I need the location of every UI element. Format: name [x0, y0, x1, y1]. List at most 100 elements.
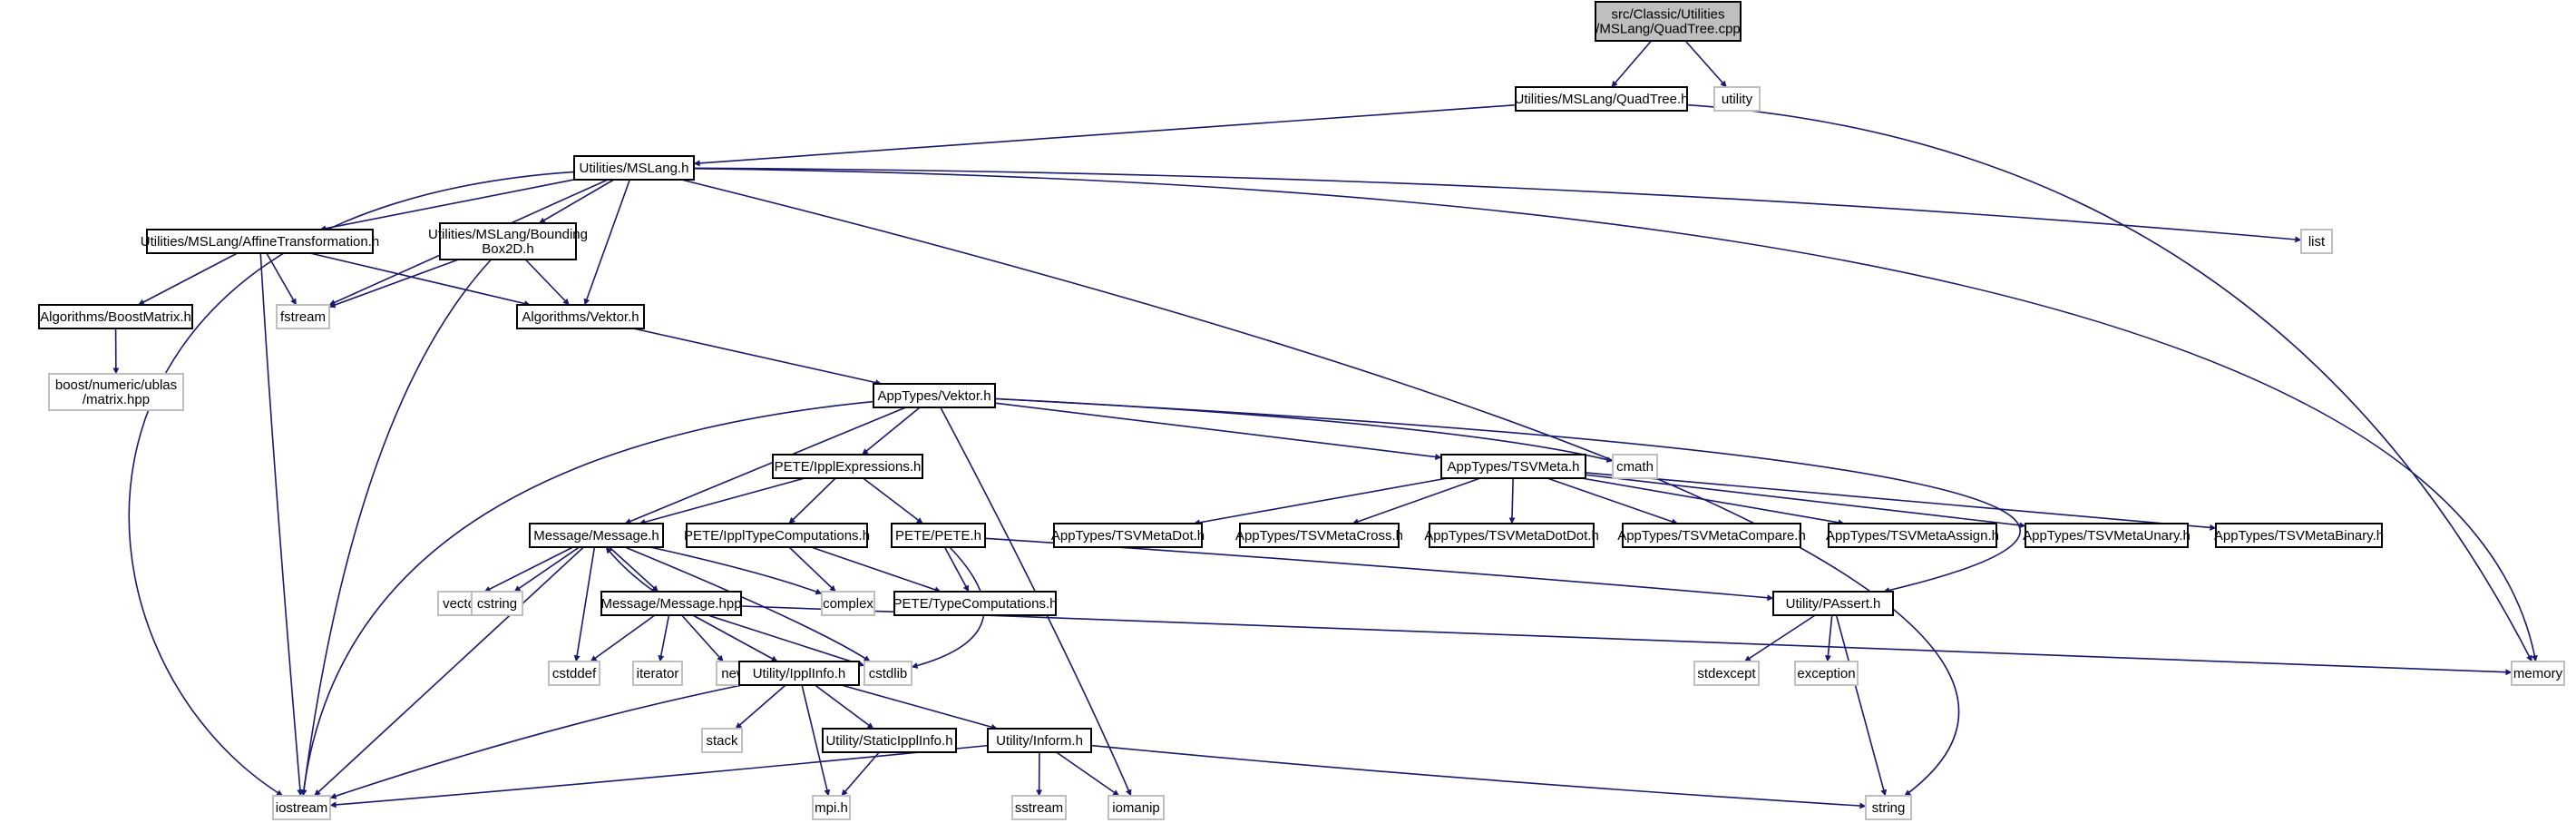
- node-label-cmath: cmath: [1616, 459, 1654, 475]
- node-typecomp_h[interactable]: PETE/TypeComputations.h: [893, 591, 1058, 616]
- node-label-line-complex-0: complex: [823, 596, 873, 612]
- node-tsvmetaassign_h[interactable]: AppTypes/TSVMetaAssign.h: [1826, 523, 1999, 548]
- node-label-alg_vektor_h: Algorithms/Vektor.h: [522, 309, 639, 325]
- node-passert_h[interactable]: Utility/PAssert.h: [1772, 591, 1894, 616]
- node-label-line-mslang_h-0: Utilities/MSLang.h: [580, 161, 689, 176]
- node-tsvmetabinary_h[interactable]: AppTypes/TSVMetaBinary.h: [2214, 523, 2384, 548]
- node-box-inform_h: [987, 728, 1092, 753]
- node-label-tsvmetadotdot_h: AppTypes/TSVMetaDotDot.h: [1424, 528, 1599, 544]
- node-tsvmetacross_h[interactable]: AppTypes/TSVMetaCross.h: [1235, 523, 1403, 548]
- edge-inform_h-to-string: [1090, 744, 1867, 809]
- node-message_h[interactable]: Message/Message.h: [529, 523, 664, 548]
- node-label-line-quadtree_cpp-1: /MSLang/QuadTree.cpp: [1595, 22, 1741, 37]
- edge-message_hpp-to-message_h: [605, 546, 655, 593]
- edge-tsvmeta_h-to-tsvmetaassign_h: [1581, 477, 1845, 526]
- node-inform_h[interactable]: Utility/Inform.h: [987, 728, 1092, 753]
- node-label-line-mpi_h-0: mpi.h: [815, 800, 848, 816]
- node-label-tsvmetacross_h: AppTypes/TSVMetaCross.h: [1235, 528, 1403, 544]
- node-memory: memory: [2511, 661, 2565, 686]
- edge-tsvmeta_h-to-tsvmetadotdot_h: [1508, 477, 1516, 524]
- node-box-utility: [1713, 86, 1761, 112]
- edge-apptypes_vektor_h-to-iomanip: [940, 407, 1132, 797]
- node-box-boostmatrix_h: [38, 304, 193, 329]
- node-tsvmeta_h[interactable]: AppTypes/TSVMeta.h: [1440, 454, 1586, 479]
- edge-ipplinfo_h-to-staticipplinfo_h: [815, 684, 874, 730]
- node-box-iomanip: [1107, 795, 1165, 820]
- node-label-line-message_h-0: Message/Message.h: [533, 528, 659, 544]
- node-ipplinfo_h[interactable]: Utility/IpplInfo.h: [738, 661, 860, 686]
- node-apptypes_vektor_h[interactable]: AppTypes/Vektor.h: [873, 383, 996, 408]
- node-label-iostream: iostream: [276, 800, 328, 816]
- node-quadtree_h[interactable]: Utilities/MSLang/QuadTree.h: [1514, 86, 1689, 112]
- node-label-line-passert_h-0: Utility/PAssert.h: [1786, 596, 1881, 612]
- node-tsvmetadotdot_h[interactable]: AppTypes/TSVMetaDotDot.h: [1424, 523, 1599, 548]
- edge-passert_h-to-string: [1835, 614, 1888, 797]
- node-box-tsvmetacompare_h: [1622, 523, 1801, 548]
- edge-mslang_h-to-iostream: [128, 171, 575, 797]
- node-tsvmetadot_h[interactable]: AppTypes/TSVMetaDot.h: [1051, 523, 1205, 548]
- node-box-ippl_typecomp_h: [686, 523, 868, 548]
- node-box-memory: [2511, 661, 2565, 686]
- edge-passert_h-to-exception: [1824, 614, 1833, 662]
- node-label-apptypes_vektor_h: AppTypes/Vektor.h: [877, 388, 990, 404]
- node-box-ippl_expr_h: [772, 454, 923, 479]
- node-box-stdexcept: [1693, 661, 1760, 686]
- edge-staticipplinfo_h-to-mpi_h: [841, 751, 880, 797]
- node-box-sstream: [1011, 795, 1067, 820]
- edge-message_h-to-complex: [649, 546, 823, 595]
- node-iomanip: iomanip: [1107, 795, 1165, 820]
- node-label-utility: utility: [1722, 92, 1753, 107]
- node-label-message_hpp: Message/Message.hpp: [600, 596, 741, 612]
- node-boostmatrix_h[interactable]: Algorithms/BoostMatrix.h: [38, 304, 193, 329]
- node-label-quadtree_h: Utilities/MSLang/QuadTree.h: [1514, 92, 1688, 107]
- node-ippl_expr_h[interactable]: PETE/IpplExpressions.h: [772, 454, 923, 479]
- edge-affine_h-to-fstream: [266, 252, 298, 306]
- node-label-message_h: Message/Message.h: [533, 528, 659, 544]
- node-label-line-ippl_expr_h-0: PETE/IpplExpressions.h: [775, 459, 922, 475]
- node-label-line-tsvmetaunary_h-0: AppTypes/TSVMetaUnary.h: [2023, 528, 2191, 544]
- node-tsvmetaunary_h[interactable]: AppTypes/TSVMetaUnary.h: [2023, 523, 2191, 548]
- node-box-stack: [701, 728, 743, 753]
- node-box-cstdlib: [864, 661, 912, 686]
- edge-passert_h-to-stdexcept: [1743, 614, 1816, 662]
- node-label-line-iostream-0: iostream: [276, 800, 328, 816]
- node-box-apptypes_vektor_h: [873, 383, 996, 408]
- node-label-typecomp_h: PETE/TypeComputations.h: [893, 596, 1058, 612]
- node-label-passert_h: Utility/PAssert.h: [1786, 596, 1881, 612]
- edge-quadtree_cpp-to-utility: [1684, 40, 1728, 88]
- node-label-line-cstdlib-0: cstdlib: [869, 666, 908, 681]
- node-box-tsvmetaunary_h: [2025, 523, 2189, 548]
- edge-apptypes_vektor_h-to-cmath: [994, 397, 1614, 463]
- node-label-line-alg_vektor_h-0: Algorithms/Vektor.h: [522, 309, 639, 325]
- edge-ippl_expr_h-to-message_h: [639, 477, 805, 525]
- node-tsvmetacompare_h[interactable]: AppTypes/TSVMetaCompare.h: [1617, 523, 1806, 548]
- edge-ipplinfo_h-to-stack: [735, 684, 786, 730]
- node-ippl_typecomp_h[interactable]: PETE/IpplTypeComputations.h: [684, 523, 870, 548]
- node-box-ublas_matrix: [48, 373, 184, 411]
- node-box-complex: [821, 591, 875, 616]
- node-alg_vektor_h[interactable]: Algorithms/Vektor.h: [516, 304, 645, 329]
- node-box-tsvmetadot_h: [1053, 523, 1203, 548]
- node-staticipplinfo_h[interactable]: Utility/StaticIpplInfo.h: [822, 728, 957, 753]
- node-label-line-quadtree_h-0: Utilities/MSLang/QuadTree.h: [1514, 92, 1688, 107]
- node-label-iomanip: iomanip: [1112, 800, 1160, 816]
- node-label-line-bbox_h-0: Utilities/MSLang/Bounding: [428, 227, 588, 242]
- node-pete_h[interactable]: PETE/PETE.h: [891, 523, 986, 548]
- edge-mslang_h-to-alg_vektor_h: [583, 179, 631, 306]
- node-box-passert_h: [1772, 591, 1894, 616]
- node-quadtree_cpp[interactable]: src/Classic/Utilities/MSLang/QuadTree.cp…: [1595, 1, 1742, 42]
- edge-tsvmeta_h-to-tsvmetadot_h: [1193, 477, 1448, 526]
- node-affine_h[interactable]: Utilities/MSLang/AffineTransformation.h: [141, 229, 379, 254]
- edge-quadtree_cpp-to-quadtree_h: [1611, 40, 1653, 88]
- edge-alg_vektor_h-to-apptypes_vektor_h: [633, 328, 883, 386]
- node-label-memory: memory: [2513, 666, 2563, 681]
- node-cmath: cmath: [1612, 454, 1658, 479]
- edge-message_hpp-to-cstdlib: [707, 614, 865, 667]
- node-label-stdexcept: stdexcept: [1697, 666, 1756, 681]
- node-message_hpp[interactable]: Message/Message.hpp: [600, 591, 742, 616]
- edge-message_hpp-to-ipplinfo_h: [692, 614, 778, 662]
- node-mslang_h[interactable]: Utilities/MSLang.h: [573, 155, 695, 181]
- node-label-vector: vector: [443, 596, 480, 612]
- node-box-cmath: [1612, 454, 1658, 479]
